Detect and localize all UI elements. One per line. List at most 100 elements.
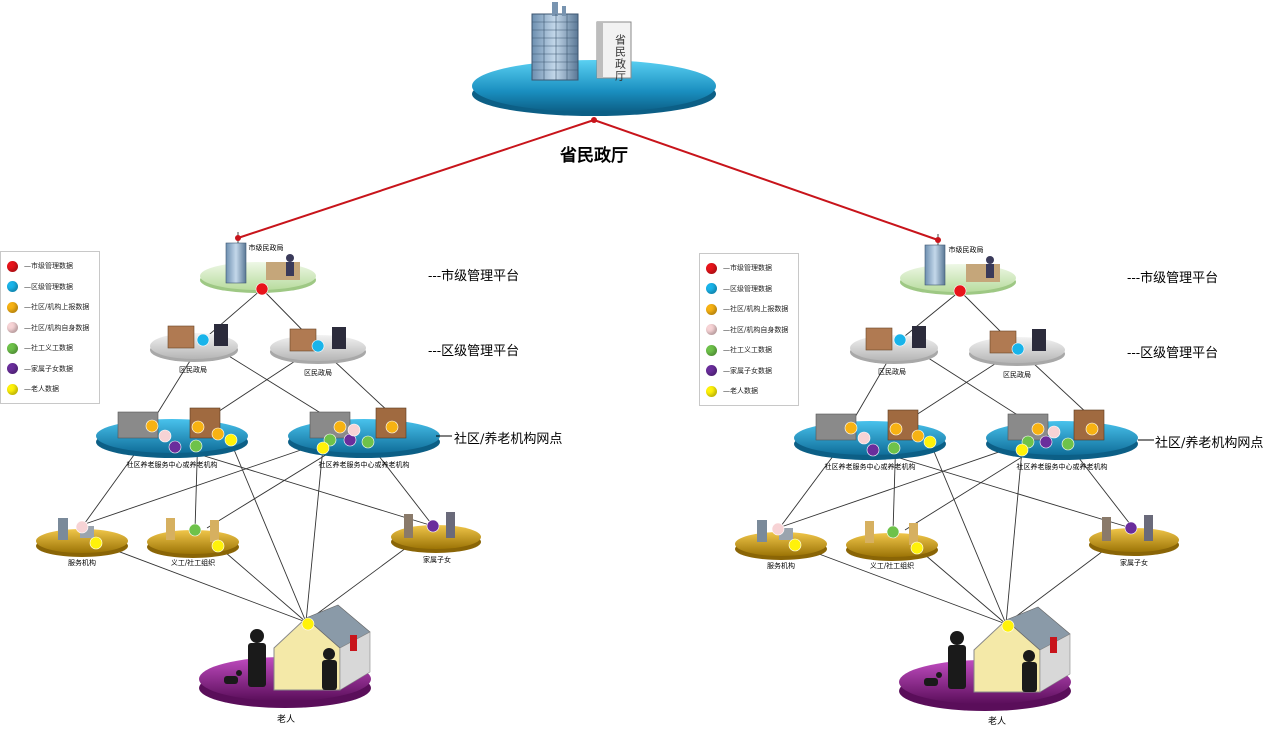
legend-item: —社区/机构自身数据 <box>7 318 93 339</box>
signal-icon <box>935 237 941 243</box>
community-label-left-2: 社区养老服务中心或养老机构 <box>318 461 410 469</box>
legend-dot <box>706 303 717 315</box>
province-link-dot <box>591 117 597 123</box>
volunteer-label-left: 义工/社工组织 <box>170 559 216 567</box>
family-member-icon <box>1102 517 1111 541</box>
family-node-left <box>391 512 481 553</box>
signal-icon <box>235 235 241 241</box>
office-staff-icon <box>266 262 300 280</box>
community-label-right-2: 社区养老服务中心或养老机构 <box>1016 463 1108 471</box>
legend-item: —市级管理数据 <box>706 258 792 279</box>
staff-icon <box>912 326 926 348</box>
province-disc-top <box>472 60 716 112</box>
legend-dot <box>7 322 18 334</box>
service-org-label-left: 服务机构 <box>68 559 96 567</box>
legend-text: —社区/机构上报数据 <box>723 305 789 314</box>
legend-item: —社工义工数据 <box>7 338 93 359</box>
community-label-right-1: 社区养老服务中心或养老机构 <box>824 463 916 471</box>
legend-dot <box>706 324 717 336</box>
city-building-icon <box>924 244 946 286</box>
office-staff-icon <box>966 264 1000 282</box>
province-sign-icon <box>596 21 632 79</box>
legend-item: —家属子女数据 <box>706 361 792 382</box>
volunteer-icon <box>166 518 175 540</box>
legend-item: —家属子女数据 <box>7 359 93 380</box>
legend-item: —老人数据 <box>7 379 93 400</box>
city-building-icon <box>225 242 247 284</box>
district-node-left-1 <box>150 324 238 362</box>
staff-icon <box>332 327 346 349</box>
community-node-left-2 <box>288 407 440 458</box>
legend-text: —老人数据 <box>723 387 758 396</box>
level-community-right: 社区/养老机构网点 <box>1155 436 1264 451</box>
link-province-city-left <box>237 119 595 239</box>
province-sign-text: 省民政厅 <box>614 34 627 82</box>
elderly-label-right: 老人 <box>987 717 1007 727</box>
volunteer-icon <box>210 520 219 542</box>
service-org-label-right: 服务机构 <box>767 562 795 570</box>
legend-item: —区级管理数据 <box>706 279 792 300</box>
volunteer-icon <box>865 521 874 543</box>
service-org-node-left <box>36 518 128 557</box>
legend-item: —社区/机构上报数据 <box>706 299 792 320</box>
level-city-left: ---市级管理平台 <box>428 269 520 284</box>
dog-icon <box>224 670 242 684</box>
level-city-right: ---市级管理平台 <box>1127 271 1219 286</box>
elderly-label-left: 老人 <box>276 715 296 725</box>
legend-right: —市级管理数据 —区级管理数据 —社区/机构上报数据 —社区/机构自身数据 —社… <box>699 253 799 406</box>
legend-dot <box>7 363 18 375</box>
province-links <box>237 119 939 241</box>
family-label-left: 家属子女 <box>423 556 451 564</box>
legend-dot <box>706 365 717 377</box>
legend-item: —老人数据 <box>706 381 792 402</box>
legend-text: —市级管理数据 <box>723 264 772 273</box>
legend-item: —区级管理数据 <box>7 277 93 298</box>
data-dots <box>75 282 1138 633</box>
family-node-right <box>1089 515 1179 556</box>
legend-text: —区级管理数据 <box>723 284 772 293</box>
legend-text: —家属子女数据 <box>24 364 73 373</box>
legend-text: —社区/机构上报数据 <box>24 303 90 312</box>
elderly-person-icon <box>248 629 266 687</box>
elderly-person-icon <box>322 648 337 690</box>
legend-dot <box>706 262 717 274</box>
bookshelf-icon <box>289 328 317 352</box>
volunteer-icon <box>909 523 918 545</box>
volunteer-label-right: 义工/社工组织 <box>869 562 915 570</box>
community-node-right-1 <box>794 409 946 460</box>
level-markers <box>436 435 1154 441</box>
legend-dot <box>706 344 717 356</box>
city-node-right <box>900 234 1016 295</box>
elderly-person-icon <box>948 631 966 689</box>
dog-icon <box>924 672 942 686</box>
caregiver-icon <box>757 520 767 542</box>
staff-icon <box>1032 329 1046 351</box>
legend-dot <box>706 385 717 397</box>
family-member-icon <box>404 514 413 538</box>
legend-item: —社区/机构自身数据 <box>706 320 792 341</box>
district-bureau-label-left-1: 区民政局 <box>179 366 207 374</box>
community-node-right-2 <box>986 409 1138 460</box>
city-bureau-label-right: 市级民政局 <box>948 246 984 254</box>
house-icon <box>973 606 1071 693</box>
volunteer-node-left <box>147 518 239 558</box>
district-bureau-label-right-1: 区民政局 <box>878 368 906 376</box>
bookshelf-icon <box>167 325 195 349</box>
legend-text: —社区/机构自身数据 <box>24 323 90 332</box>
district-node-right-1 <box>850 326 938 364</box>
bookshelf-icon <box>865 327 893 351</box>
link-province-city-right <box>593 119 939 241</box>
legend-dot <box>7 301 18 313</box>
legend-text: —社工义工数据 <box>24 344 73 353</box>
legend-dot <box>7 281 18 293</box>
level-district-left: ---区级管理平台 <box>428 344 520 359</box>
legend-item: —社工义工数据 <box>706 340 792 361</box>
province-node: 省民政厅 <box>472 2 716 116</box>
legend-text: —家属子女数据 <box>723 366 772 375</box>
legend-item: —市级管理数据 <box>7 256 93 277</box>
city-node-left <box>200 232 316 293</box>
legend-text: —老人数据 <box>24 385 59 394</box>
staff-icon <box>214 324 228 346</box>
legend-dot <box>7 383 18 395</box>
